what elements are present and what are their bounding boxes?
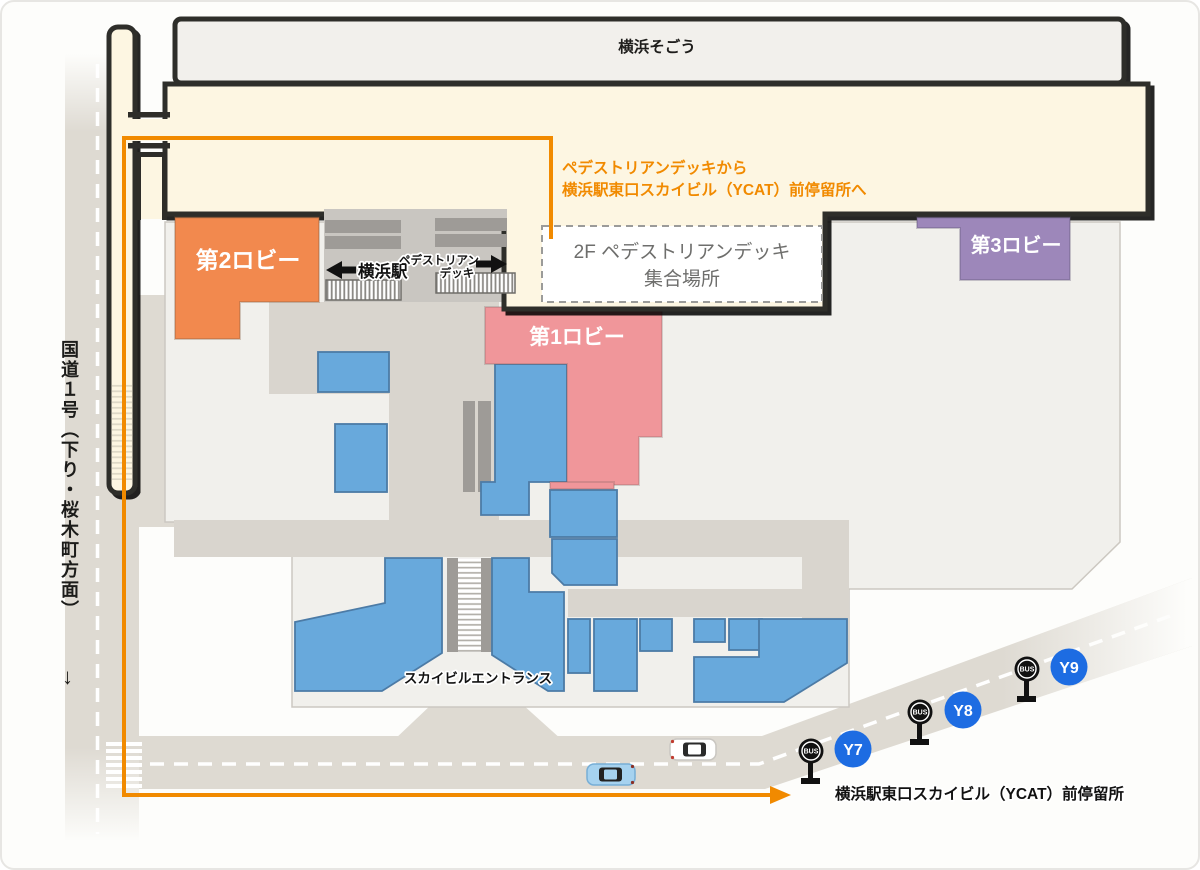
route-note-line2: 横浜駅東口スカイビル（YCAT）前停留所へ xyxy=(562,180,867,199)
bus-sign-label: BUS xyxy=(913,710,928,717)
skybuilding-entrance-label: スカイビルエントランス xyxy=(404,671,552,686)
route-note-line1: ペデストリアンデッキから xyxy=(562,158,747,177)
deck-label-line2: デッキ xyxy=(440,266,475,280)
lobby3-label: 第3ロビー xyxy=(970,233,1061,257)
stop-y9-label: Y9 xyxy=(1059,660,1079,677)
pedestrian-deck xyxy=(162,81,1151,312)
escalator-bars xyxy=(463,401,491,492)
route1-road-label: 国道１号（下り・桜木町方面） xyxy=(59,340,79,620)
bus-stop-y8: BUS Y8 xyxy=(907,691,982,745)
entrance-stairs xyxy=(447,558,492,652)
white-car xyxy=(669,738,717,761)
building-structures xyxy=(294,351,848,703)
stop-circle-y9 xyxy=(1050,648,1088,686)
lobby2-label: 第2ロビー xyxy=(196,247,301,273)
meeting-label-line1: 2F ペデストリアンデッキ xyxy=(574,241,791,263)
station-arrow-icon xyxy=(326,261,356,279)
station-walkway: 横浜駅 ペデストリアン デッキ xyxy=(324,209,516,301)
walkway-railings xyxy=(325,272,516,301)
sogo-label: 横浜そごう xyxy=(618,37,696,56)
bus-stop-y9: BUS Y9 xyxy=(1014,648,1088,702)
lobby3-area: 第3ロビー xyxy=(916,216,1071,281)
lobby2-area: 第2ロビー xyxy=(174,216,320,340)
yokohama-sogo-building: 横浜そごう xyxy=(172,16,1127,86)
stop-circle-y8 xyxy=(944,691,982,729)
lobby1-label: 第1ロビー xyxy=(529,325,625,349)
route-arrowhead-icon xyxy=(770,786,791,804)
meeting-label-line2: 集合場所 xyxy=(644,268,720,290)
stop-y8-label: Y8 xyxy=(953,703,973,720)
lobby1-area: 第1ロビー xyxy=(484,306,663,490)
driveway xyxy=(394,704,562,740)
bus-stop-area-label: 横浜駅東口スカイビル（YCAT）前停留所 xyxy=(835,784,1125,803)
deck-label-line1: ペデストリアン xyxy=(399,253,479,267)
walkway-escalator-bands xyxy=(325,218,507,249)
deck-arrow-icon xyxy=(476,255,507,273)
bus-sign-label: BUS xyxy=(804,749,819,756)
station-label: 横浜駅 xyxy=(358,261,408,281)
bus-stop-y7: BUS Y7 xyxy=(798,730,872,784)
blue-car xyxy=(586,763,636,786)
walking-route: ペデストリアンデッキから 横浜駅東口スカイビル（YCAT）前停留所へ xyxy=(122,136,867,804)
stop-circle-y7 xyxy=(834,730,872,768)
meeting-point-box: 2F ペデストリアンデッキ 集合場所 xyxy=(541,225,823,303)
road-fade xyxy=(139,578,1192,789)
route1-direction-arrow-icon: ↓ xyxy=(62,664,73,689)
stop-y7-label: Y7 xyxy=(843,742,863,759)
bus-sign-label: BUS xyxy=(1020,667,1035,674)
